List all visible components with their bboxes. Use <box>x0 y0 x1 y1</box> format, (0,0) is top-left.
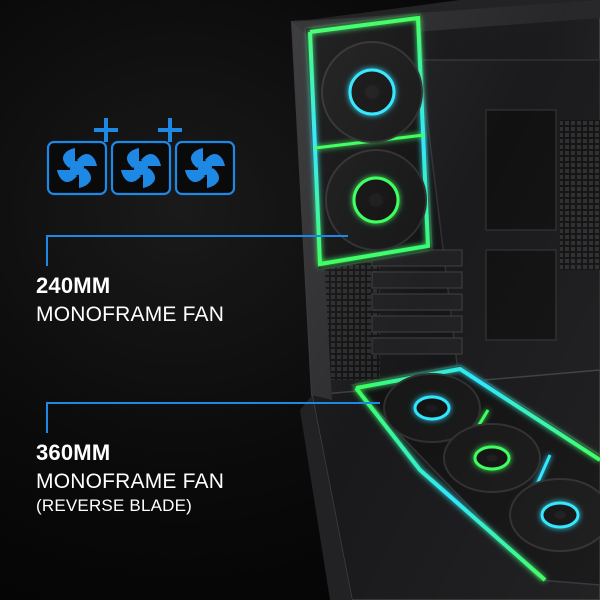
callout-360mm: 360MM MONOFRAME FAN (REVERSE BLADE) <box>36 440 225 516</box>
fan-note-label: (REVERSE BLADE) <box>36 496 193 516</box>
fan-name-label: MONOFRAME FAN <box>36 302 225 326</box>
glass-side-panel <box>292 0 600 600</box>
callout-240mm: 240MM MONOFRAME FAN <box>36 273 225 326</box>
fan-size-label: 360MM <box>36 440 111 465</box>
fan-size-label: 240MM <box>36 273 111 298</box>
fan-name-label: MONOFRAME FAN <box>36 469 225 493</box>
case-front-foot <box>300 395 352 600</box>
